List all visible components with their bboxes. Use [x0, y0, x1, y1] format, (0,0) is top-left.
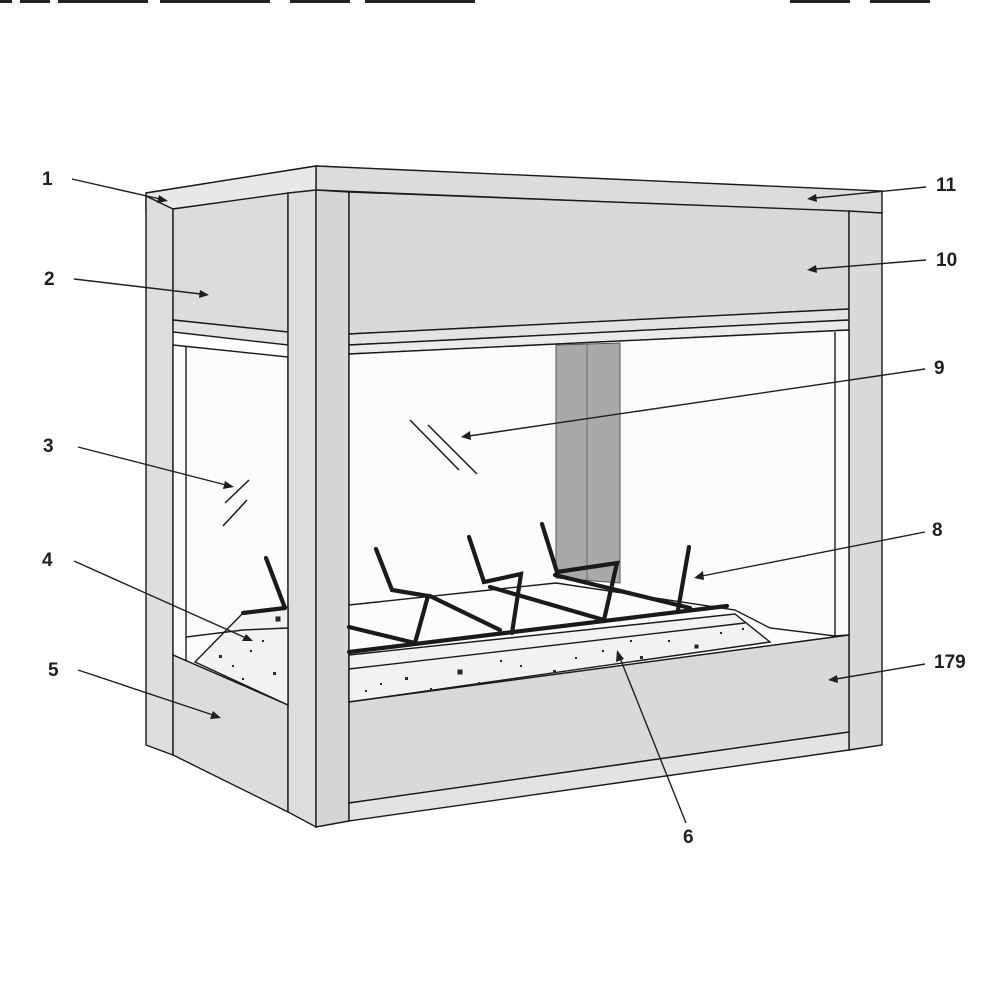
- front-rear-edge: [348, 582, 850, 637]
- right-corner-post: [848, 210, 883, 751]
- left-back-edge: [185, 627, 289, 638]
- svg-text:8: 8: [932, 520, 943, 541]
- svg-text:11: 11: [936, 175, 957, 196]
- svg-text:6: 6: [683, 827, 694, 848]
- callout-9: 9: [461, 358, 945, 440]
- svg-text:3: 3: [43, 436, 54, 457]
- callouts: 1 2 3 4 5 6 8: [42, 169, 966, 848]
- svg-text:5: 5: [48, 660, 59, 681]
- callout-3: 3: [43, 436, 234, 489]
- callout-6: 6: [616, 650, 694, 848]
- svg-text:10: 10: [936, 250, 957, 271]
- callout-4: 4: [42, 550, 253, 641]
- front-media-flecks: [365, 628, 744, 692]
- callout-179: 179: [828, 652, 966, 683]
- callout-10: 10: [807, 250, 957, 273]
- callout-2: 2: [44, 269, 209, 298]
- cropped-header-strip: [0, 0, 930, 3]
- svg-text:2: 2: [44, 269, 55, 290]
- front-corner-post-left: [287, 189, 317, 829]
- left-media-flecks: [219, 616, 281, 680]
- callout-1: 1: [42, 169, 168, 203]
- glass-reflection-left: [222, 479, 250, 527]
- left-top-panel: [172, 192, 289, 333]
- burner-grate: [240, 521, 730, 655]
- callout-8: 8: [694, 520, 943, 580]
- front-media-ridge: [348, 622, 746, 670]
- callout-11: 11: [807, 175, 957, 202]
- front-bottom-rail: [348, 731, 850, 822]
- svg-text:1: 1: [42, 169, 53, 190]
- svg-text:9: 9: [934, 358, 945, 379]
- front-corner-post: [315, 189, 350, 828]
- fireplace-unit: [145, 165, 883, 829]
- svg-text:4: 4: [42, 550, 53, 571]
- left-outer-post: [145, 194, 174, 757]
- back-wall-divider: [555, 342, 621, 584]
- callout-5: 5: [48, 660, 221, 719]
- glass-reflection-front: [409, 419, 478, 475]
- front-media-bed: [348, 613, 772, 703]
- svg-text:179: 179: [934, 652, 966, 673]
